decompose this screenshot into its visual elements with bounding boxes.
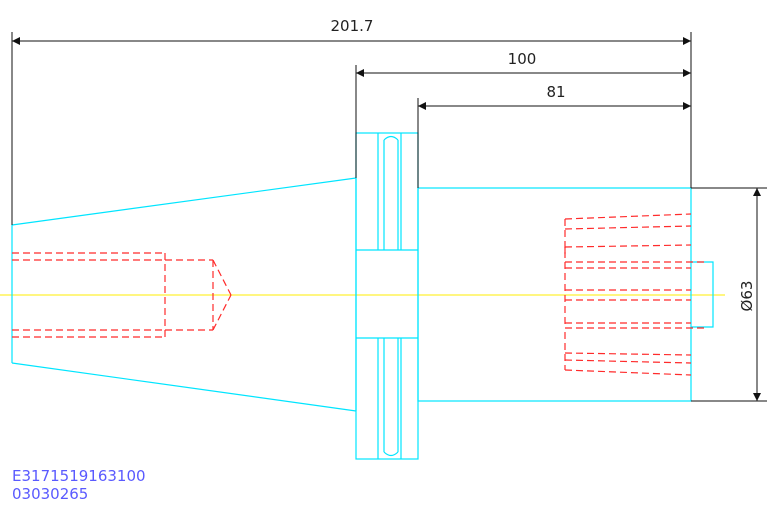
overall-length-label: 201.7 — [331, 17, 374, 35]
part-code-line-1: E3171519163100 — [12, 467, 146, 485]
flange — [355, 132, 419, 460]
collet-bore-hidden — [564, 213, 705, 376]
taper-to-front-label: 100 — [508, 50, 537, 68]
taper-bore-hidden — [12, 252, 232, 338]
extension-lines — [11, 32, 767, 402]
body-length-label: 81 — [546, 83, 565, 101]
diameter-label: Ø63 — [738, 281, 756, 312]
part-code-line-2: 03030265 — [12, 485, 89, 503]
